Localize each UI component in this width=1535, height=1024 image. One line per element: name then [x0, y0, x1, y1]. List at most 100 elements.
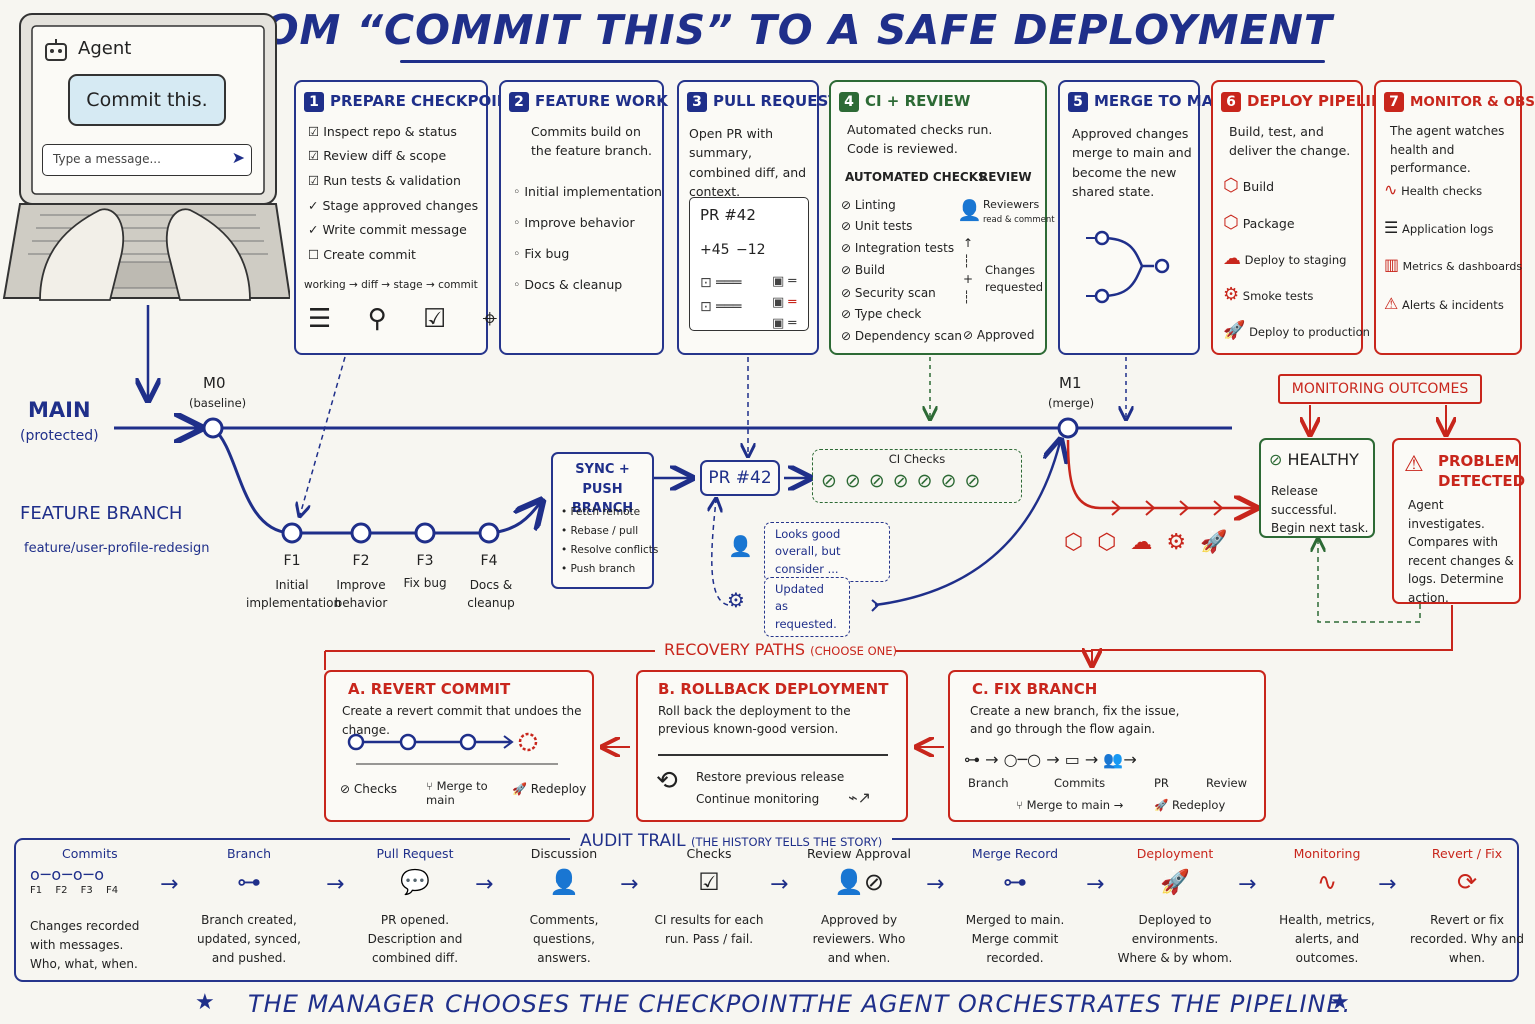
fix-branch-card: C. FIX BRANCH Create a new branch, fix t… — [948, 670, 1266, 822]
audit-item-title: Discussion — [530, 846, 598, 861]
revert-step: ⊘ Checks — [340, 782, 398, 796]
diff-lines-icon: ⊡ ═══⊡ ═══ — [700, 275, 742, 315]
audit-item-title: Monitoring — [1293, 846, 1361, 861]
pr-node[interactable]: PR #42 — [700, 460, 780, 496]
healthy-card: ⊘ HEALTHY Release successful. Begin next… — [1259, 438, 1375, 538]
audit-item-text: Deployed to environments. Where & by who… — [1117, 913, 1233, 966]
check-item: ⊘ Build — [841, 263, 885, 277]
monitor-item: ⚠ Alerts & incidents — [1384, 294, 1504, 313]
step-number: 4 — [839, 92, 859, 112]
audit-commit-id: F1 — [30, 885, 43, 896]
fix-desc: Create a new branch, fix the issue, and … — [970, 704, 1180, 736]
fix-step: Commits — [1054, 776, 1106, 790]
step-number: 3 — [687, 92, 707, 112]
footer-left: THE MANAGER CHOOSES THE CHECKPOINT. — [248, 990, 810, 1018]
check-circles-icon: ⊘⊘⊘⊘⊘⊘⊘ — [821, 470, 989, 492]
footer-right: THE AGENT ORCHESTRATES THE PIPELINE. — [802, 990, 1352, 1018]
agent-reply: Updated as requested. — [764, 577, 850, 637]
step-title: PULL REQUEST — [713, 92, 839, 110]
problem-text: Agent investigates. Compares with recent… — [1408, 498, 1514, 605]
review-header: REVIEW — [979, 170, 1032, 184]
check-item: ⊘ Unit tests — [841, 219, 913, 233]
audit-item: Branch⊶Branch created, updated, synced, … — [190, 846, 308, 969]
step-description: Approved changes merge to main and becom… — [1072, 126, 1192, 200]
rollback-desc: Roll back the deployment to the previous… — [658, 704, 851, 736]
checklist-item: ☑ Review diff & scope — [308, 148, 447, 163]
fix-title: C. FIX BRANCH — [972, 680, 1098, 698]
sync-title: SYNC + PUSH BRANCH — [571, 462, 634, 516]
audit-item-text: Merged to main. Merge commit recorded. — [965, 913, 1065, 966]
merge-icon: ⊶ — [1003, 868, 1027, 896]
changes-requested-label: Changes requested — [985, 263, 1044, 294]
rocket-icon: 🚀 — [1223, 320, 1246, 341]
commit-label: Docs & cleanup — [467, 578, 515, 610]
audit-item: Discussion👤Comments, questions, answers. — [505, 846, 623, 969]
audit-item-title: Revert / Fix — [1431, 846, 1503, 861]
audit-arrow-icon: → — [160, 872, 179, 897]
checklist-item: ✓ Write commit message — [308, 222, 467, 237]
check-item: ⊘ Type check — [841, 307, 922, 321]
rocket-icon: 🚀 — [1160, 868, 1190, 896]
checks-header: AUTOMATED CHECKS — [845, 170, 987, 184]
audit-item-title: Pull Request — [376, 846, 454, 861]
pipeline-item: ⬡ Package — [1223, 212, 1295, 233]
cloud-icon: ☁ — [1223, 248, 1241, 269]
trend-icon: ⌁↗ — [848, 788, 872, 807]
box-icon: ⬡ — [1223, 175, 1239, 196]
m0-sub: (baseline) — [189, 396, 247, 410]
audit-item-title: Review Approval — [806, 846, 912, 861]
reviewers-sub: read & comment — [983, 215, 1055, 225]
revert-desc: Create a revert commit that undoes the c… — [342, 704, 582, 737]
robot-icon: ⚙ — [727, 588, 745, 612]
fix-step: Review — [1206, 776, 1248, 790]
checklist-item: ☑ Inspect repo & status — [308, 124, 457, 139]
m0-label: M0 — [203, 374, 226, 392]
reviewer-avatar-icon: 👤 — [728, 534, 753, 558]
approved-item: ⊘ Approved — [963, 328, 1035, 342]
audit-arrow-icon: → — [770, 872, 789, 897]
main-branch-sub: (protected) — [20, 428, 99, 444]
chat-bubble: Commit this. — [68, 74, 226, 126]
monitor-item: ▥ Metrics & dashboards — [1384, 255, 1523, 274]
checklist-item: ☐ Create commit — [308, 247, 416, 262]
main-branch-label: MAIN — [28, 398, 91, 422]
send-icon[interactable]: ➤ — [231, 148, 245, 167]
pr-additions: +45 — [700, 242, 730, 258]
step-number: 2 — [509, 92, 529, 112]
step-title: CI + REVIEW — [865, 92, 971, 110]
audit-item-text: Branch created, updated, synced, and pus… — [197, 913, 301, 966]
check-item: ⊘ Dependency scan — [841, 329, 963, 343]
commit-id: F2 — [352, 553, 370, 569]
audit-item: Monitoring∿Health, metrics, alerts, and … — [1268, 846, 1386, 969]
sync-item: • Push branch — [561, 563, 636, 575]
review-comment: Looks good overall, but consider ... — [764, 522, 890, 582]
check-item: ⊘ Security scan — [841, 286, 936, 300]
log-icon: ☰ — [1384, 218, 1399, 237]
healthy-text: Release successful. Begin next task. — [1271, 484, 1369, 536]
pr-card: PR #42 +45 −12 ⊡ ═══⊡ ═══ ▣ ═▣ ═▣ ═ — [689, 197, 809, 331]
branch-icon: ⊶ — [237, 868, 261, 896]
monitor-chart-icon: ∿ — [1316, 868, 1338, 896]
checklist-item: ✓ Stage approved changes — [308, 198, 479, 213]
step-number: 6 — [1221, 92, 1241, 112]
fix-step: ⑂ Merge to main → — [1016, 798, 1124, 812]
message-input[interactable]: Type a message... ➤ — [42, 144, 252, 176]
revert-title: A. REVERT COMMIT — [348, 680, 511, 698]
pipeline-item: 🚀 Deploy to production — [1223, 320, 1370, 341]
pulse-icon: ∿ — [1384, 180, 1398, 199]
fix-step: 🚀 Redeploy — [1154, 798, 1226, 812]
commit-label: Initial implementation — [246, 578, 342, 610]
audit-arrow-icon: → — [926, 872, 945, 897]
feature-branch-name: feature/user-profile-redesign — [24, 541, 210, 556]
step-title: DEPLOY PIPELINE — [1247, 92, 1394, 110]
pr-number: PR #42 — [700, 206, 756, 224]
diff-markers-icon: ▣ ═▣ ═▣ ═ — [772, 274, 797, 331]
commit-label: Improve behavior — [334, 578, 388, 610]
